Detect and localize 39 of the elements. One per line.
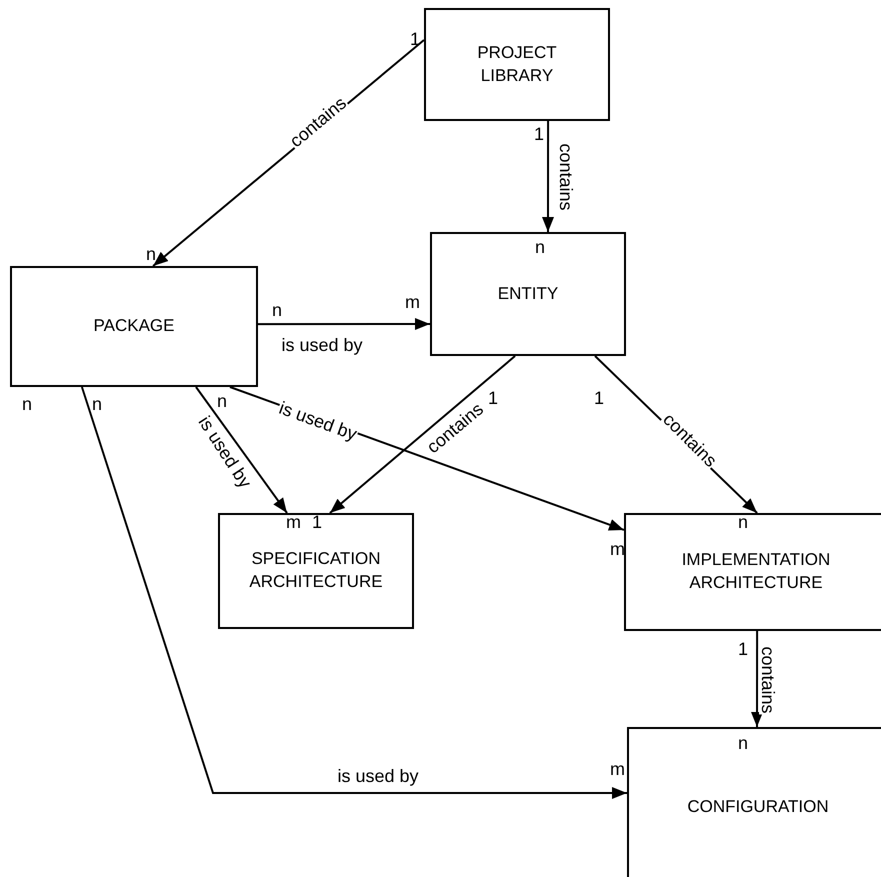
entity-box — [218, 513, 414, 629]
cardinality-label: n — [738, 734, 748, 752]
cardinality-label: 1 — [594, 389, 604, 407]
entity-box — [10, 266, 258, 387]
entity-box — [430, 232, 626, 356]
cardinality-label: m — [610, 540, 625, 558]
entity-box — [624, 513, 881, 631]
entity-box — [424, 8, 610, 121]
entity-name: PACKAGE — [94, 315, 174, 338]
edge-label: is used by — [336, 767, 420, 785]
edge-label: contains — [557, 142, 575, 212]
relationship-arrow — [329, 355, 516, 514]
relationship-arrow — [542, 121, 554, 232]
cardinality-label: n — [535, 238, 546, 256]
entity-name: ENTITY — [498, 282, 558, 305]
relationship-arrow — [80, 386, 627, 799]
entity-name: CONFIGURATION — [687, 796, 829, 818]
cardinality-label: 1 — [738, 640, 748, 658]
cardinality-label: m — [405, 293, 420, 311]
relationship-arrow — [751, 631, 764, 727]
edge-label: is used by — [280, 336, 364, 354]
entity-name: PROJECT LIBRARY — [476, 42, 558, 86]
cardinality-label: m — [286, 513, 301, 531]
entity-box — [627, 727, 881, 877]
edge-label: contains — [759, 645, 777, 715]
cardinality-label: n — [272, 301, 282, 319]
cardinality-label: n — [146, 245, 156, 263]
entity-name: SPECIFICATION ARCHITECTURE — [248, 548, 384, 593]
relationship-arrow — [195, 386, 288, 514]
cardinality-label: 1 — [534, 125, 544, 143]
cardinality-label: n — [22, 395, 32, 413]
relationship-arrow — [258, 318, 430, 330]
cardinality-label: 1 — [312, 513, 322, 531]
cardinality-label: 1 — [488, 389, 498, 407]
cardinality-label: m — [610, 760, 625, 778]
cardinality-label: n — [92, 395, 102, 413]
cardinality-label: n — [217, 392, 228, 410]
cardinality-label: n — [738, 513, 748, 531]
entity-name: IMPLEMENTATION ARCHITECTURE — [680, 549, 832, 594]
